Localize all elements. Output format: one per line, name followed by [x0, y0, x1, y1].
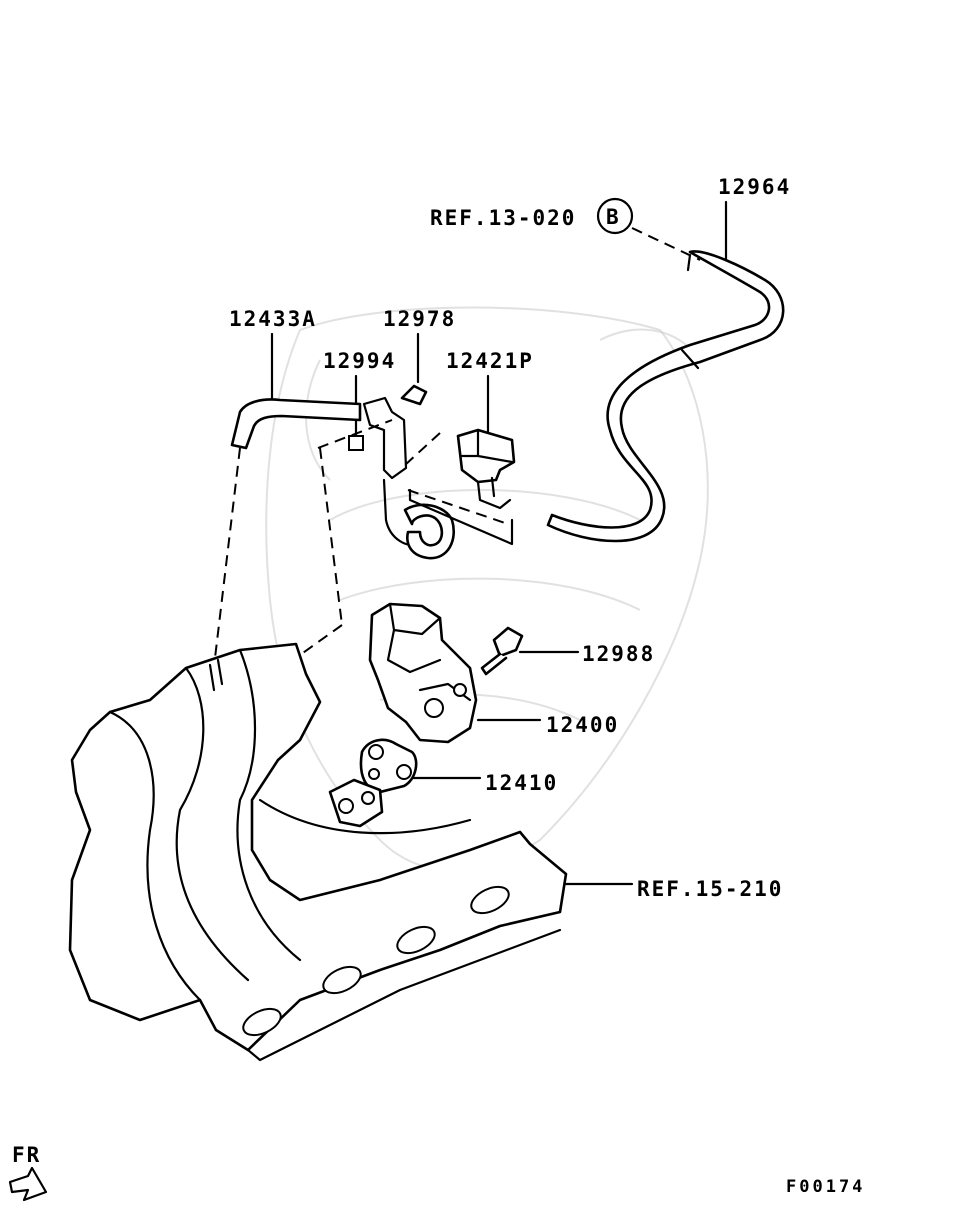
part-12400-label: 12400 — [546, 713, 619, 737]
circle-b-label: B — [606, 205, 621, 229]
part-12988-label: 12988 — [582, 642, 655, 666]
leader-lines — [214, 200, 728, 886]
part-12994-label: 12994 — [323, 349, 396, 373]
part-12410-label: 12410 — [485, 771, 558, 795]
intake-manifold — [68, 642, 568, 1062]
hose-12964 — [546, 250, 785, 543]
nut-12994 — [348, 435, 364, 451]
part-12964-label: 12964 — [718, 175, 791, 199]
circle-b-marker: B — [596, 197, 634, 235]
part-12433a-label: 12433A — [229, 307, 317, 331]
egr-valve-12400 — [368, 602, 478, 744]
solenoid-valve-12421p — [456, 428, 516, 510]
fr-label: FR — [12, 1143, 41, 1167]
part-12978-label: 12978 — [383, 307, 456, 331]
watermark-emblem — [265, 306, 709, 871]
bracket-assembly — [362, 396, 514, 560]
gasket-12410 — [359, 738, 418, 794]
ref-15-210-label: REF.15-210 — [637, 877, 783, 901]
front-arrow-icon — [8, 1166, 48, 1202]
figure-code: F00174 — [786, 1177, 865, 1197]
part-12421p-label: 12421P — [446, 349, 534, 373]
ref-13-020-label: REF.13-020 — [430, 206, 576, 230]
bolt-12978 — [400, 384, 428, 406]
hose-12433a — [230, 398, 362, 450]
bolt-12988 — [480, 626, 524, 676]
